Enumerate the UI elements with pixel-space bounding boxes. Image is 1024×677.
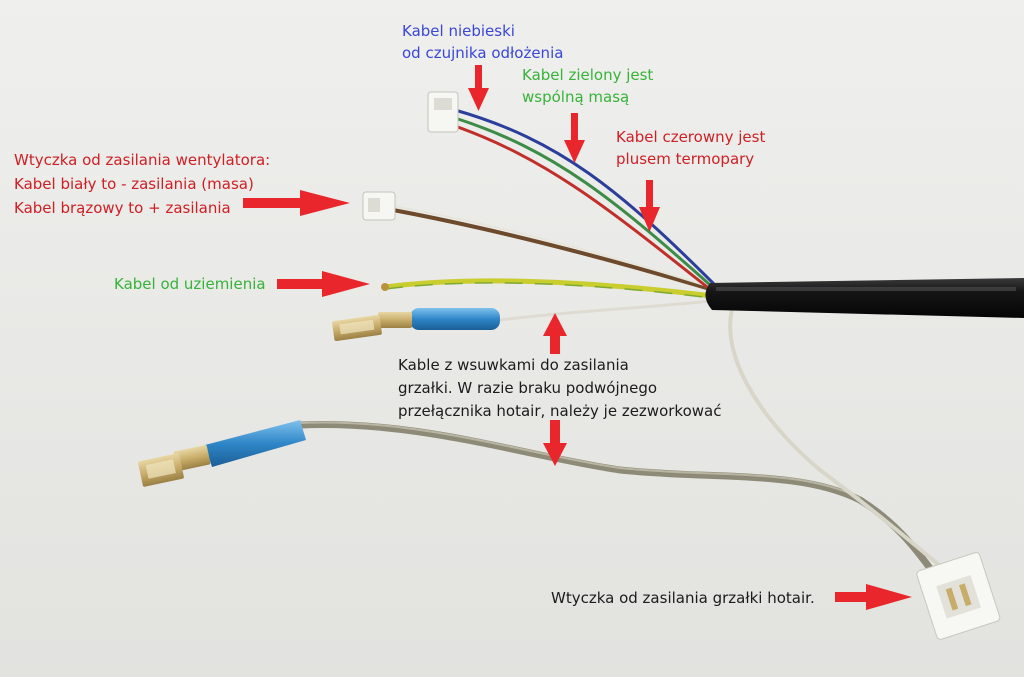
label-heater-spades: Kable z wsuwkami do zasilania grzałki. W… — [398, 354, 721, 423]
red-thermocouple-cable — [454, 124, 717, 296]
label-fan-plug-line2: Kabel biały to - zasilania (masa) — [14, 175, 254, 193]
thermocouple-plug — [427, 91, 459, 133]
label-red-cable-line2: plusem termopary — [616, 150, 755, 168]
arrow-green-cable — [564, 113, 585, 163]
label-blue-cable-line2: od czujnika odłożenia — [402, 44, 564, 62]
lower-spade-connector — [138, 420, 306, 487]
upper-spade-connector — [332, 308, 500, 341]
white-spade-cable — [499, 298, 721, 322]
blue-sensor-cable — [454, 108, 722, 292]
label-ground-cable: Kabel od uziemienia — [114, 273, 266, 295]
arrow-red-cable — [639, 180, 660, 232]
arrow-heater-spades-down — [543, 420, 567, 466]
label-heater-spades-line3: przełącznika hotair, należy je zezworkow… — [398, 402, 722, 420]
arrow-heater-spades-up — [543, 313, 567, 354]
arrow-heater-plug — [835, 584, 912, 610]
ground-tip — [381, 283, 389, 291]
label-green-cable: Kabel zielony jest wspólną masą — [522, 64, 653, 108]
brown-fan-cable — [392, 208, 721, 294]
label-heater-plug-text: Wtyczka od zasilania grzałki hotair. — [551, 589, 815, 607]
arrow-ground-cable — [277, 271, 370, 297]
white-fan-cable — [392, 205, 721, 291]
label-fan-plug-line1: Wtyczka od zasilania wentylatora: — [14, 151, 271, 169]
arrow-blue-cable — [468, 65, 489, 111]
label-blue-cable: Kabel niebieski od czujnika odłożenia — [402, 20, 563, 64]
fan-plug — [362, 191, 396, 221]
label-fan-plug-line3: Kabel brązowy to + zasilania — [14, 199, 231, 217]
ground-cable — [384, 278, 721, 300]
gray-heater-cable-highlight — [299, 421, 861, 499]
label-fan-plug: Wtyczka od zasilania wentylatora: Kabel … — [14, 148, 270, 220]
label-heater-plug: Wtyczka od zasilania grzałki hotair. — [551, 587, 815, 609]
label-heater-spades-line2: grzałki. W razie braku podwójnego — [398, 379, 658, 397]
label-blue-cable-line1: Kabel niebieski — [402, 22, 515, 40]
label-red-cable-line1: Kabel czerowny jest — [616, 128, 766, 146]
label-red-cable: Kabel czerowny jest plusem termopary — [616, 126, 765, 170]
heater-plug — [916, 552, 1001, 640]
arrow-fan-plug — [243, 190, 350, 216]
green-common-cable — [454, 116, 719, 294]
white-heater-cable — [728, 299, 947, 572]
label-heater-spades-line1: Kable z wsuwkami do zasilania — [398, 356, 629, 374]
label-green-cable-line2: wspólną masą — [522, 88, 630, 106]
label-green-cable-line1: Kabel zielony jest — [522, 66, 654, 84]
label-ground-cable-text: Kabel od uziemienia — [114, 275, 266, 293]
sheath-highlight — [716, 287, 1016, 291]
ground-cable-green-stripe — [384, 282, 721, 300]
